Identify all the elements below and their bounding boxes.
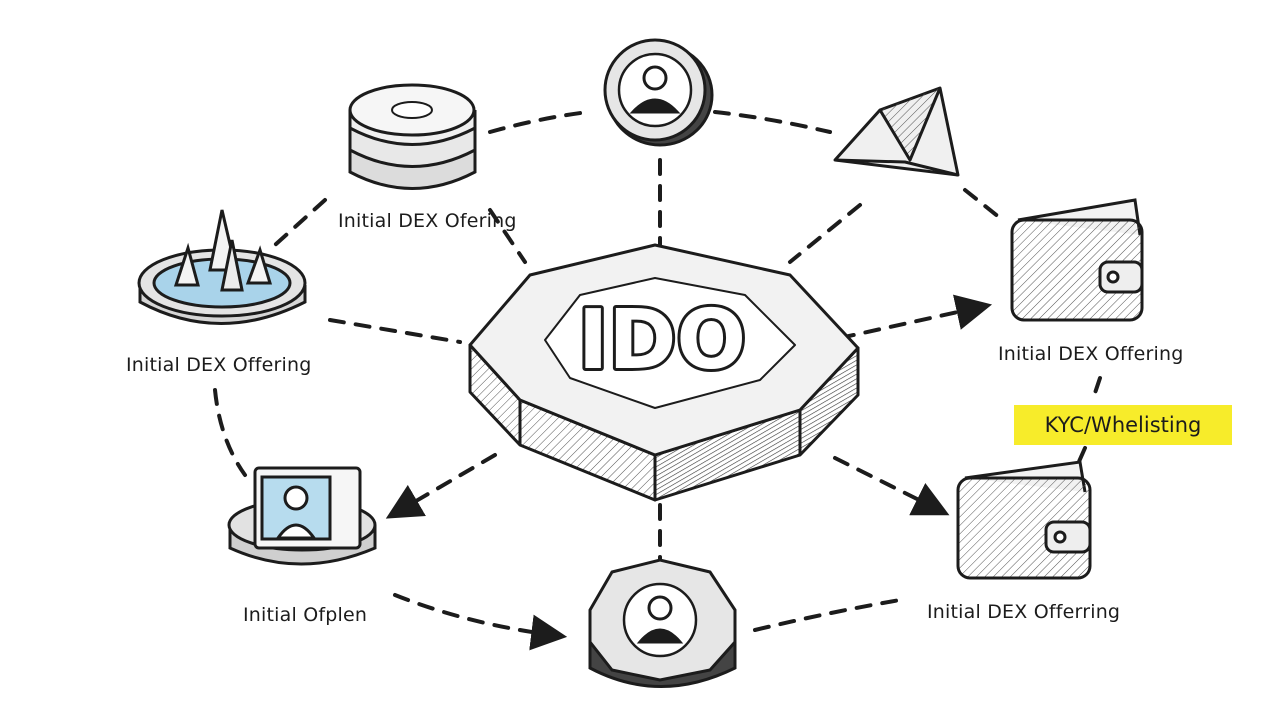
- connector-bottom-to-bottom-right: [755, 600, 900, 630]
- wallet-icon: [1012, 200, 1142, 320]
- envelope-icon: [835, 88, 958, 175]
- avatar-token-icon: [590, 560, 735, 687]
- connector-top-left-to-left: [275, 200, 325, 245]
- connector-right-to-highlight: [1092, 378, 1100, 402]
- label-bottom-left: Initial Ofplen: [243, 604, 367, 626]
- avatar-coin-icon: [605, 40, 712, 145]
- arrow-center-to-bottom-right: [835, 458, 943, 512]
- connector-top-right-to-right: [965, 190, 1005, 222]
- label-right: Initial DEX Offering: [998, 343, 1184, 365]
- ido-octagon: IDO: [470, 245, 858, 500]
- connector-left-to-center: [330, 320, 460, 342]
- coin-stack-icon: [350, 85, 475, 189]
- ido-text: IDO: [578, 293, 746, 388]
- connector-left-to-bottom-left: [215, 390, 245, 475]
- label-left: Initial DEX Offering: [126, 354, 312, 376]
- kyc-highlight-label: KYC/Whelisting: [1014, 405, 1232, 445]
- connector-top-right-to-center: [790, 205, 860, 262]
- label-bottom-right: Initial DEX Offerring: [927, 601, 1120, 623]
- arrow-center-to-bottom-left: [392, 455, 495, 515]
- connector-top-to-top-right: [715, 112, 830, 132]
- id-card-coin-icon: [229, 468, 375, 564]
- wallet-icon: [958, 462, 1090, 578]
- liquidity-pool-icon: [139, 210, 305, 324]
- connector-top-left-to-top: [490, 112, 588, 132]
- arrow-center-to-right: [840, 306, 985, 338]
- label-top-left: Initial DEX Ofering: [338, 210, 517, 232]
- arrow-bottom-left-to-bottom: [395, 595, 560, 636]
